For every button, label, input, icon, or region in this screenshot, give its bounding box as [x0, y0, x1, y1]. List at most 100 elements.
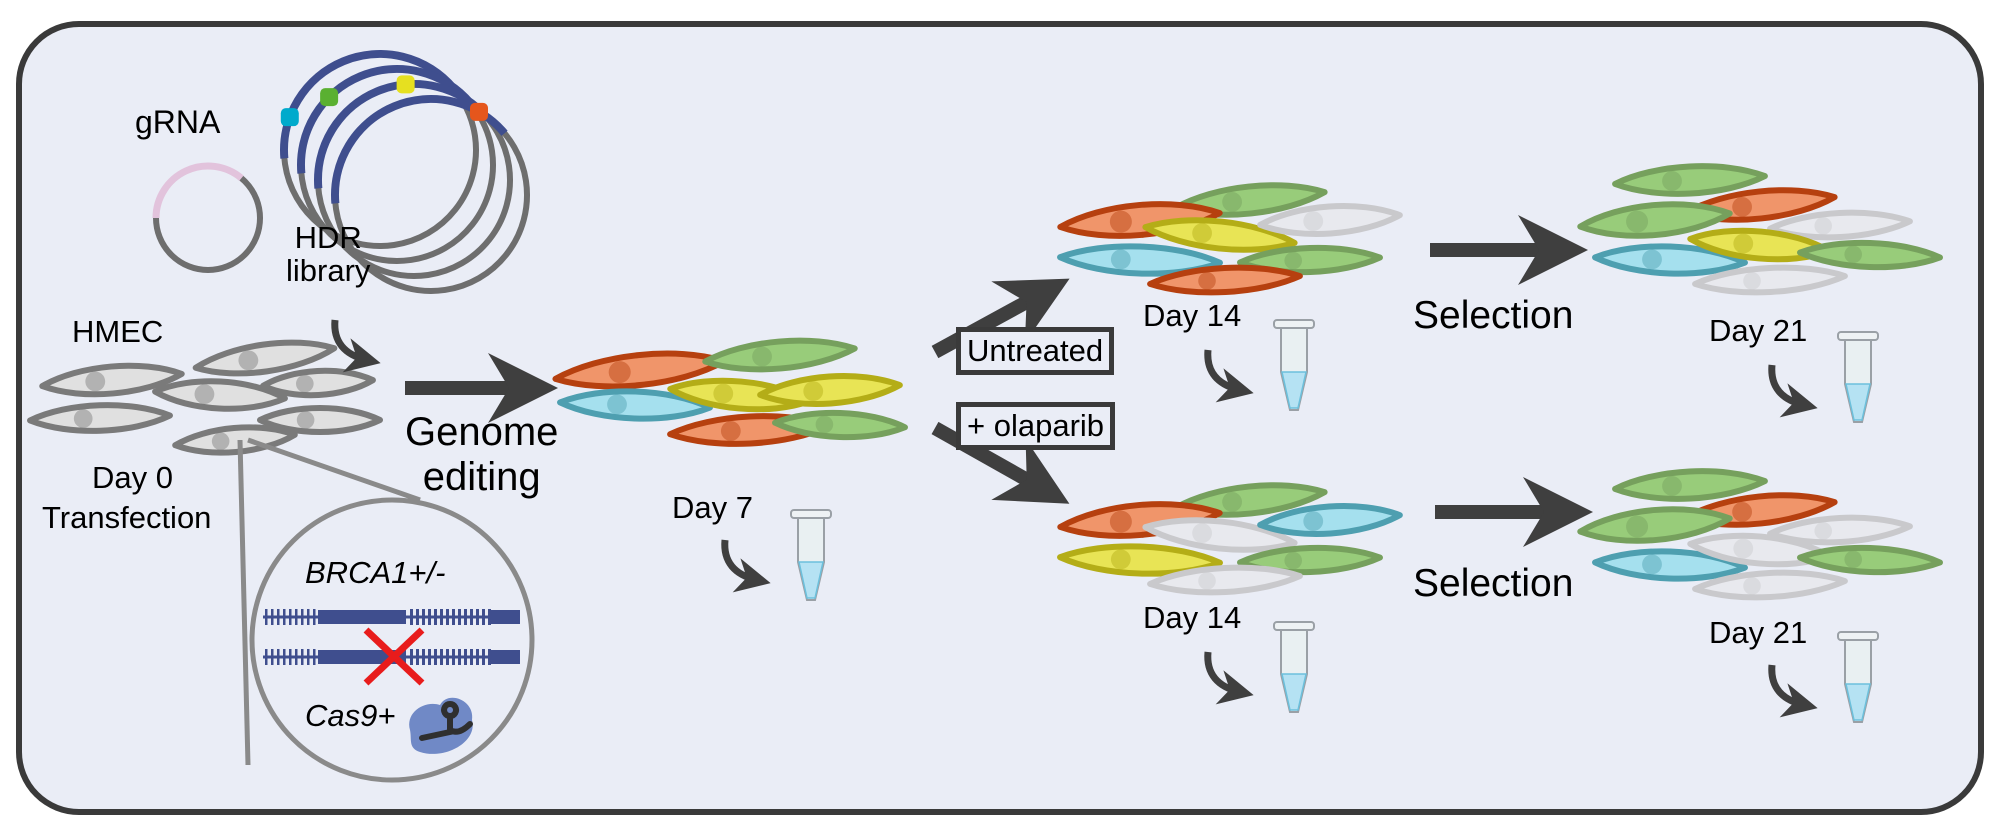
cell-body: [1147, 564, 1303, 596]
cell-body: [1797, 239, 1943, 271]
cell-nucleus: [1192, 223, 1212, 244]
cell-nucleus: [1303, 511, 1324, 532]
cell: [1692, 569, 1848, 601]
tubes: [790, 319, 1879, 723]
day7-label: Day 7: [672, 490, 753, 525]
inset-circle: [249, 497, 535, 783]
cell-nucleus: [815, 415, 834, 434]
cell-nucleus: [608, 361, 631, 384]
tube-cap: [790, 509, 832, 519]
cas9-protein-icon: [409, 697, 473, 754]
cell-nucleus: [1110, 549, 1131, 570]
grna-strand: [419, 701, 473, 741]
cell-nucleus: [720, 421, 741, 441]
day21-untreated-sample-tube: [1837, 331, 1879, 423]
day14-olaparib-population: [1057, 482, 1403, 596]
cell-body: [27, 402, 173, 434]
exon-block: [490, 610, 520, 624]
cell-nucleus: [1844, 245, 1863, 264]
cell-body: [152, 378, 288, 412]
selection-untreated-label: Selection: [1413, 294, 1574, 337]
cell-body: [1057, 243, 1223, 277]
cell: [1797, 239, 1943, 271]
cell-body: [1577, 201, 1733, 239]
cell-nucleus: [1626, 515, 1649, 538]
exon-block: [490, 650, 520, 664]
day21-untreated-population: [1577, 163, 1943, 296]
cell: [1147, 264, 1303, 296]
cell-nucleus: [1109, 510, 1132, 533]
cell: [1767, 514, 1913, 546]
exon-tick: [307, 649, 310, 665]
cell: [257, 405, 383, 435]
cell: [1692, 264, 1848, 296]
cell-nucleus: [238, 350, 259, 371]
hdr-insert: [314, 80, 491, 189]
plasmids: [152, 50, 530, 294]
brca1-allele: [263, 609, 520, 625]
exon-tick: [476, 609, 479, 625]
arrows: [331, 215, 1818, 718]
exon-tick: [476, 649, 479, 665]
exon-tick: [440, 609, 443, 625]
exon-tick: [482, 609, 485, 625]
exon-tick: [271, 649, 274, 665]
barcode-marker: [320, 88, 339, 107]
exon-tick: [271, 609, 274, 625]
cell-body: [192, 339, 338, 377]
olaparib-condition-box: + olaparib: [956, 402, 1116, 451]
cell-body: [702, 337, 858, 373]
cell-body: [257, 405, 383, 435]
cell: [1142, 217, 1298, 253]
exon-tick: [283, 609, 286, 625]
day14-untreated-population: [1057, 182, 1403, 296]
cell: [757, 373, 903, 407]
exon-tick: [289, 609, 292, 625]
day21-olaparib-population: [1577, 468, 1943, 601]
barcode-marker: [280, 108, 299, 127]
cell: [1612, 468, 1768, 502]
cell: [1142, 517, 1298, 553]
exon-tick: [416, 609, 419, 625]
cell-nucleus: [1743, 272, 1761, 290]
grna-plasmid: [152, 162, 263, 273]
cell: [1257, 503, 1403, 537]
inset-pointer-right: [247, 437, 421, 503]
cell-nucleus: [1732, 196, 1752, 217]
cell-body: [1147, 264, 1303, 296]
exon-tick: [428, 649, 431, 665]
cell-body: [1612, 163, 1768, 197]
cell-nucleus: [1814, 217, 1833, 235]
exon-tick: [488, 609, 491, 625]
cell-body: [1592, 548, 1748, 582]
day7-sample-arrow: [721, 539, 771, 593]
exon-tick: [446, 609, 449, 625]
cell-body: [1797, 544, 1943, 576]
exon-block: [318, 650, 406, 664]
cell: [1592, 548, 1748, 582]
barcode-marker: [470, 102, 488, 121]
cell-nucleus: [1110, 249, 1131, 270]
cell-nucleus: [1198, 572, 1216, 590]
cell: [1147, 564, 1303, 596]
cell-nucleus: [1733, 233, 1754, 254]
day14-olaparib-sample-arrow: [1204, 651, 1254, 705]
untreated-branch-arrow: [931, 278, 1070, 359]
cell-body: [1692, 569, 1848, 601]
hdr-plasmid: [314, 75, 513, 279]
exon-tick: [295, 609, 298, 625]
exon-tick: [488, 649, 491, 665]
cell: [152, 378, 288, 412]
cell-nucleus: [1844, 550, 1863, 569]
cell-nucleus: [1662, 171, 1682, 191]
cell-nucleus: [296, 374, 314, 393]
knockout-cross-icon: [363, 627, 425, 686]
day14-olaparib-label: Day 14: [1143, 600, 1242, 635]
cell-nucleus: [73, 409, 93, 428]
exon-tick: [422, 609, 425, 625]
cell: [557, 388, 713, 422]
genome-editing-label: Genome editing: [405, 410, 559, 499]
day21-olaparib-label: Day 21: [1709, 615, 1808, 650]
exon-tick: [422, 649, 425, 665]
cell: [192, 339, 338, 377]
